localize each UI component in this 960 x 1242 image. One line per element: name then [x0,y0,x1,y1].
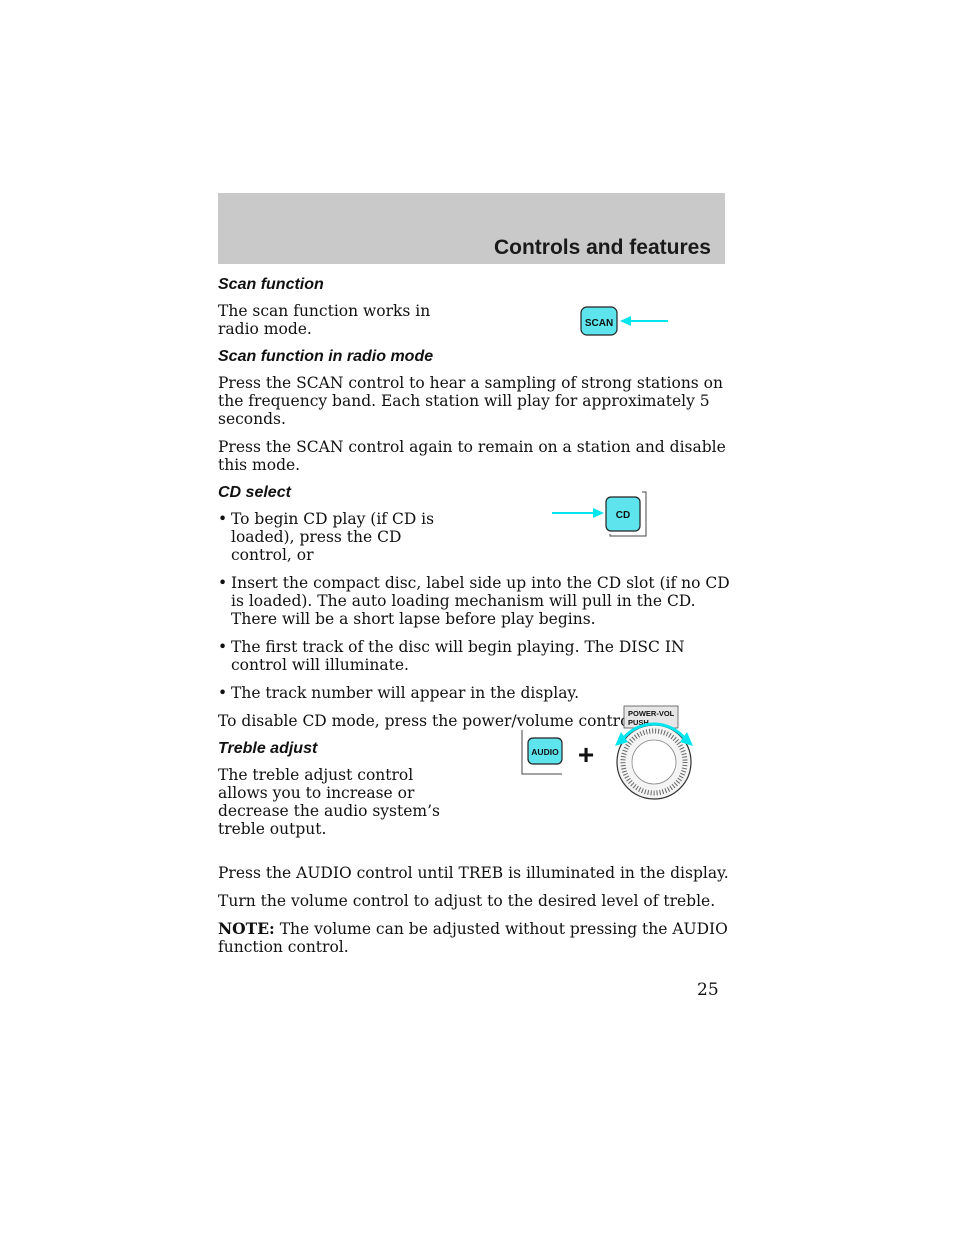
arrow-head-icon [620,316,631,326]
knob-label-power-vol: POWER-VOL [628,709,675,718]
scan-intro: The scan function works in radio mode. [218,302,431,338]
treble-p2: Turn the volume control to adjust to the… [218,892,716,910]
scan-button [580,306,618,336]
list-item: •Insert the compact disc, label side up … [218,574,730,628]
scan-figure: SCAN [580,306,668,336]
audio-bezel [521,730,562,775]
scan-radio-p2: Press the SCAN control again to remain o… [218,438,726,474]
cd-heading: CD select [218,484,291,501]
audio-button-label: AUDIO [531,747,559,757]
cd-button [605,496,641,532]
page-number: 25 [697,980,719,1000]
rotate-right-arrow-icon [680,732,693,746]
list-item: •To begin CD play (if CD is loaded), pre… [218,510,435,564]
scan-button-label: SCAN [585,318,613,329]
page-section-title: Controls and features [493,236,711,259]
scan-heading: Scan function [218,276,324,293]
scan-radio-p1: Press the SCAN control to hear a samplin… [218,374,723,428]
page-content: Scan function The scan function works in… [218,276,730,966]
treble-intro: The treble adjust control allows you to … [218,766,440,838]
plus-icon: + [578,739,594,770]
cd-button-label: CD [616,510,630,521]
cd-bullet-list: •To begin CD play (if CD is loaded), pre… [218,510,730,702]
rotation-arc-icon [620,722,688,741]
treble-note: NOTE: The volume can be adjusted without… [218,919,728,957]
list-item: •The track number will appear in the dis… [218,684,580,702]
knob-label-push: PUSH [628,718,649,727]
treble-heading: Treble adjust [218,740,318,757]
list-item: •The first track of the disc will begin … [218,638,685,674]
audio-button [527,737,563,765]
cd-figure: CD [552,491,647,537]
cd-disable-text: To disable CD mode, press the power/volu… [218,712,640,730]
scan-radio-heading: Scan function in radio mode [218,348,434,365]
rotate-left-arrow-icon [615,732,628,746]
knob-grip-ring [620,728,688,796]
header-band: Controls and features [218,193,725,264]
knob-cap [631,739,677,785]
treble-p1: Press the AUDIO control until TREB is il… [218,864,729,882]
treble-figure: AUDIO + POWER-VOL PUSH [521,705,693,800]
arrow-head-icon [593,508,604,518]
cd-bezel [609,491,647,537]
